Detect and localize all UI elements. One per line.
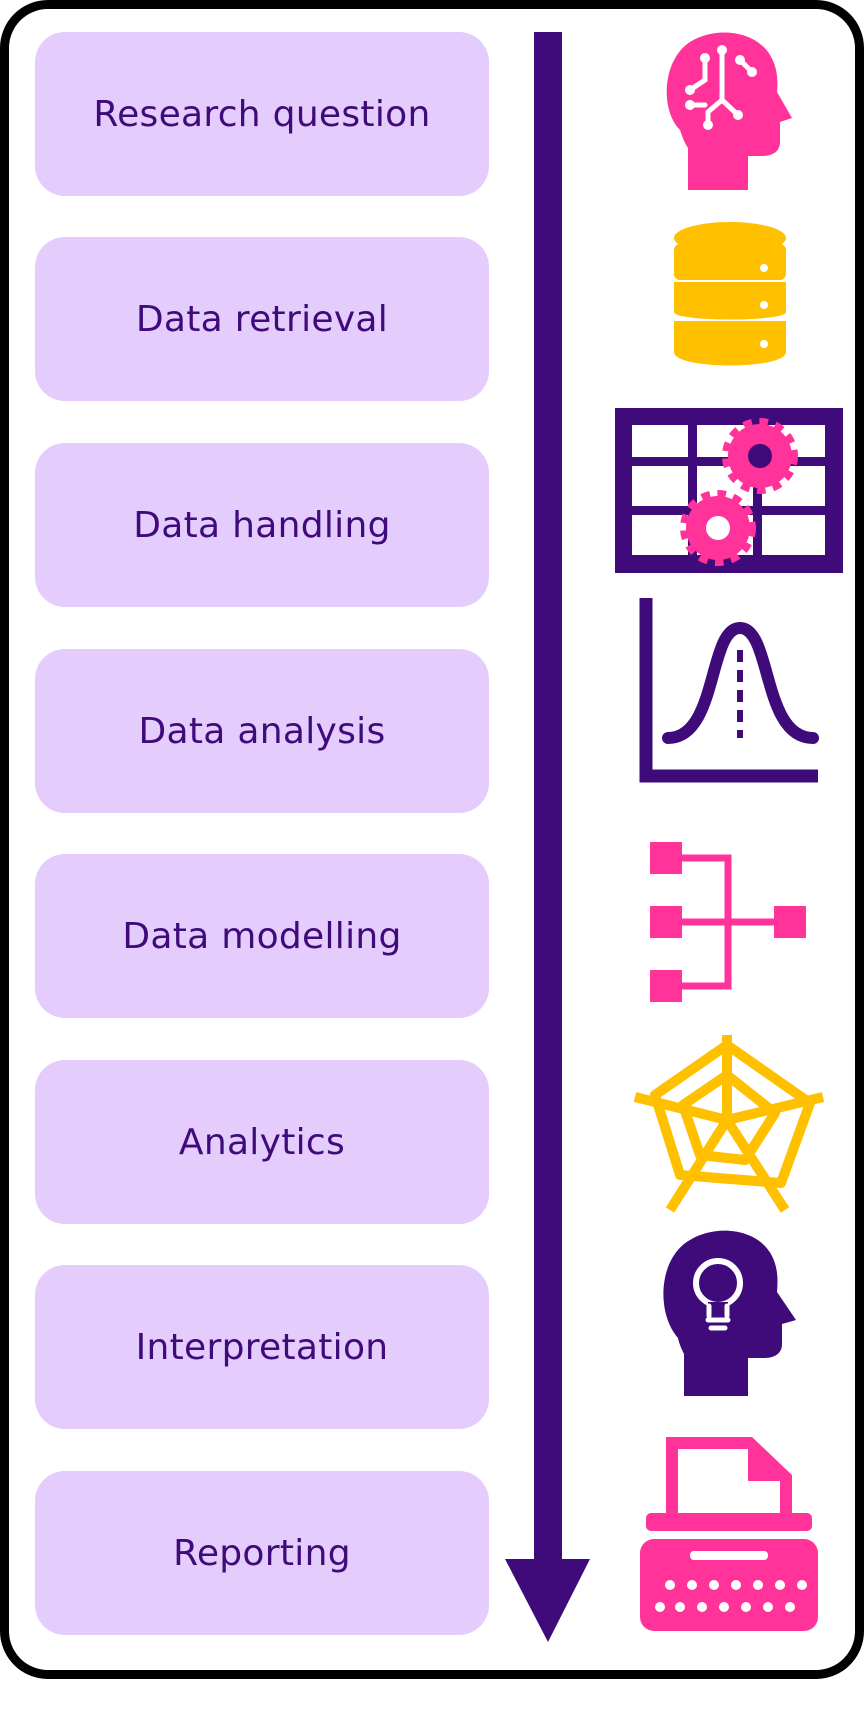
step-data-analysis: Data analysis [35, 649, 489, 813]
flow-arrow [505, 32, 590, 1642]
step-analytics: Analytics [35, 1060, 489, 1224]
step-label: Analytics [178, 1121, 346, 1163]
database-icon [670, 220, 790, 375]
step-label: Interpretation [135, 1326, 389, 1368]
radar-chart-icon [633, 1035, 825, 1215]
step-label: Data handling [133, 504, 391, 546]
step-label: Data retrieval [135, 298, 389, 340]
step-label: Data analysis [138, 710, 386, 752]
step-research-question: Research question [35, 32, 489, 196]
step-data-retrieval: Data retrieval [35, 237, 489, 401]
typewriter-icon [640, 1435, 818, 1635]
arrow-shaft [534, 32, 562, 1562]
step-data-modelling: Data modelling [35, 854, 489, 1018]
step-label: Research question [93, 93, 431, 135]
step-data-handling: Data handling [35, 443, 489, 607]
lightbulb-head-icon [658, 1228, 800, 1398]
step-label: Data modelling [122, 915, 402, 957]
distribution-chart-icon [638, 598, 819, 783]
arrow-head [505, 1559, 590, 1642]
step-label: Reporting [173, 1532, 351, 1574]
step-interpretation: Interpretation [35, 1265, 489, 1429]
step-reporting: Reporting [35, 1471, 489, 1635]
data-grid-gears-icon [615, 408, 843, 573]
ai-head-icon [660, 30, 800, 195]
hierarchy-icon [648, 840, 808, 1005]
